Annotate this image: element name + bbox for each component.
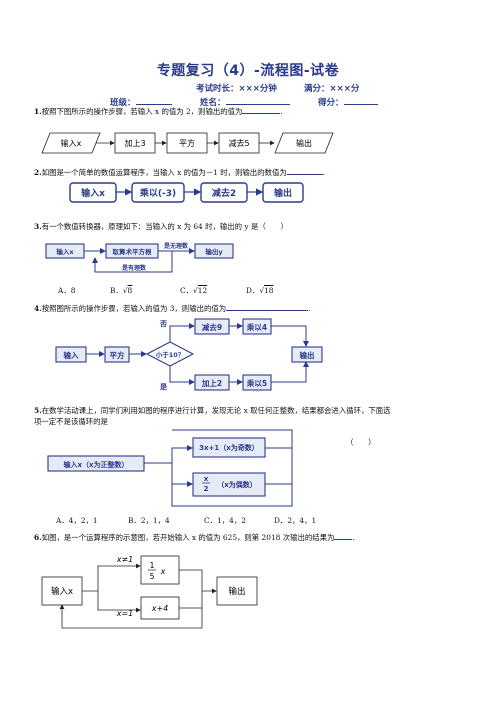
- question-1: 1.按照下图所示的操作步骤，若输入 x 的值为 2，则输出的值为.: [34, 107, 283, 116]
- q1-input-box: [41, 132, 101, 154]
- svg-text:乘以4: 乘以4: [246, 322, 267, 332]
- question-5: 5.在数学活动课上，同学们利用如图的程序进行计算，发现无论 x 取任何正整数，结…: [34, 406, 391, 415]
- svg-text:x: x: [160, 567, 166, 576]
- full-score: 满分：×××分: [304, 84, 360, 94]
- name-field: 姓名：: [200, 96, 290, 108]
- svg-text:（x为偶数）: （x为偶数）: [217, 480, 257, 489]
- question-3: 3.有一个数值转换器，原理如下：当输入的 x 为 64 时，输出的 y 是（ ）: [34, 222, 288, 231]
- svg-text:3x+1（x为奇数）: 3x+1（x为奇数）: [199, 443, 259, 452]
- q5-answer-paren: （ ）: [346, 438, 376, 447]
- exam-time: 考试时长：×××分钟: [196, 84, 277, 94]
- class-field: 班级：: [110, 96, 172, 108]
- q3-option-d: D．√18: [246, 286, 274, 295]
- svg-text:是无理数: 是无理数: [163, 242, 189, 250]
- svg-text:加上2: 加上2: [201, 378, 222, 388]
- q3-option-b: B．√8: [110, 286, 133, 295]
- svg-text:取算术平方根: 取算术平方根: [113, 247, 153, 256]
- page-title: 专题复习（4）-流程图-试卷: [156, 63, 340, 79]
- question-2: 2.如图是一个简单的数值运算程序，当输入 x 的值为－1 时，则输出的数值为.: [34, 168, 326, 177]
- points-field: 得分：: [318, 96, 378, 108]
- q1-square-label: 平方: [179, 138, 195, 148]
- q5-option-a: A．4，2，1: [56, 516, 98, 525]
- svg-text:输入x: 输入x: [51, 586, 73, 597]
- svg-text:x≠1: x≠1: [116, 555, 134, 564]
- svg-text:乘以5: 乘以5: [246, 378, 267, 388]
- q2-input-label: 输入x: [81, 187, 105, 199]
- q3-flowchart: 输入x 取算术平方根 是无理数 输出y 是有理数: [45, 242, 234, 273]
- question-4: 4.按照图所示的操作步骤，若输入的值为 3，则输出的值为.: [34, 304, 311, 313]
- svg-text:输入: 输入: [64, 350, 79, 360]
- svg-text:输出: 输出: [228, 586, 245, 597]
- q5-option-d: D．2，4，1: [274, 516, 317, 525]
- svg-text:是: 是: [159, 382, 168, 391]
- q2-subtract-label: 减去2: [212, 187, 236, 199]
- svg-text:5: 5: [150, 572, 155, 581]
- svg-text:平方: 平方: [110, 350, 125, 360]
- svg-text:否: 否: [159, 320, 167, 328]
- q3-option-c: C．√12: [180, 286, 208, 295]
- q6-flowchart: 输入x x≠1 x=1 1 5 x x+4 输出: [41, 555, 258, 629]
- svg-text:x+4: x+4: [151, 604, 169, 613]
- q2-flowchart: 输入x 乘以(-3) 减去2 输出: [69, 182, 304, 203]
- svg-text:输入x（x为正整数）: 输入x（x为正整数）: [63, 460, 128, 469]
- svg-text:2: 2: [204, 485, 209, 493]
- svg-text:输出: 输出: [300, 350, 315, 360]
- q2-multiply-label: 乘以(-3): [139, 187, 176, 199]
- q1-add3-label: 加上3: [124, 138, 145, 148]
- svg-text:是有理数: 是有理数: [121, 264, 147, 272]
- q1-output-label: 输出: [296, 138, 312, 148]
- svg-text:输出y: 输出y: [205, 247, 223, 256]
- q5-option-c: C．1，4，2: [204, 516, 246, 525]
- question-5-cont: 项一定不是该循环的是: [34, 417, 108, 426]
- svg-text:x=1: x=1: [116, 609, 134, 618]
- q1-sub5-label: 减去5: [228, 138, 249, 148]
- svg-text:x: x: [204, 475, 209, 483]
- svg-text:小于10？: 小于10？: [155, 350, 185, 359]
- q5-flowchart: 输入x（x为正整数） 3x+1（x为奇数） x 2 （x为偶数）: [47, 429, 293, 507]
- q1-input-label: 输入x: [61, 138, 82, 148]
- q2-output-label: 输出: [274, 187, 292, 199]
- q4-flowchart: 输入 平方 小于10？ 否 是 减去9 乘以4 加上2 乘以5 输出: [55, 318, 323, 391]
- q5-option-b: B．2，1，4: [128, 516, 170, 525]
- svg-text:减去9: 减去9: [202, 322, 222, 332]
- question-6: 6.如图，是一个运算程序的示意图，若开始输入 x 的值为 625，则第 2018…: [34, 533, 355, 542]
- svg-text:输入x: 输入x: [56, 247, 74, 256]
- q1-flowchart: 输入x 加上3 平方 减去5 输出: [41, 132, 334, 154]
- q3-option-a: A．8: [58, 286, 76, 295]
- svg-text:1: 1: [150, 561, 155, 570]
- q1-output-box: [274, 132, 334, 154]
